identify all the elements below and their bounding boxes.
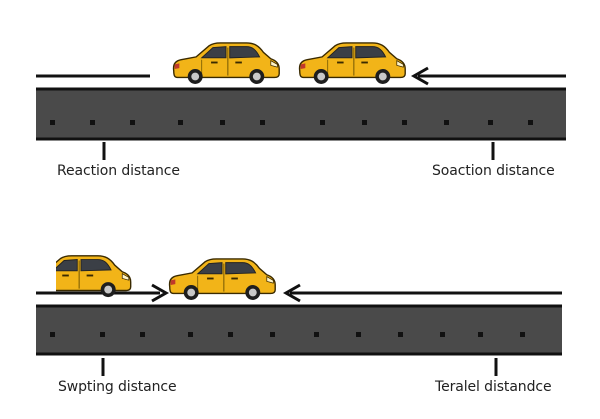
bottom-arrow-right <box>151 283 170 303</box>
bottom-car-center <box>168 258 276 301</box>
top-lane-marks <box>50 120 533 125</box>
bottom-road <box>36 305 562 355</box>
top-right-label: Soaction distance <box>432 163 555 179</box>
top-car-right <box>298 42 406 85</box>
bottom-lane-marks <box>50 332 525 337</box>
bottom-left-label: Swpting distance <box>58 379 177 395</box>
bottom-car-partial <box>56 255 132 298</box>
bottom-arrow-left <box>282 283 301 303</box>
bottom-scene <box>36 255 562 376</box>
bottom-right-label: Teralel distandce <box>435 379 552 395</box>
top-road <box>36 88 566 140</box>
top-arrow-left <box>410 66 429 86</box>
top-scene <box>36 42 566 160</box>
top-car-left <box>172 42 280 85</box>
top-left-label: Reaction distance <box>57 163 180 179</box>
